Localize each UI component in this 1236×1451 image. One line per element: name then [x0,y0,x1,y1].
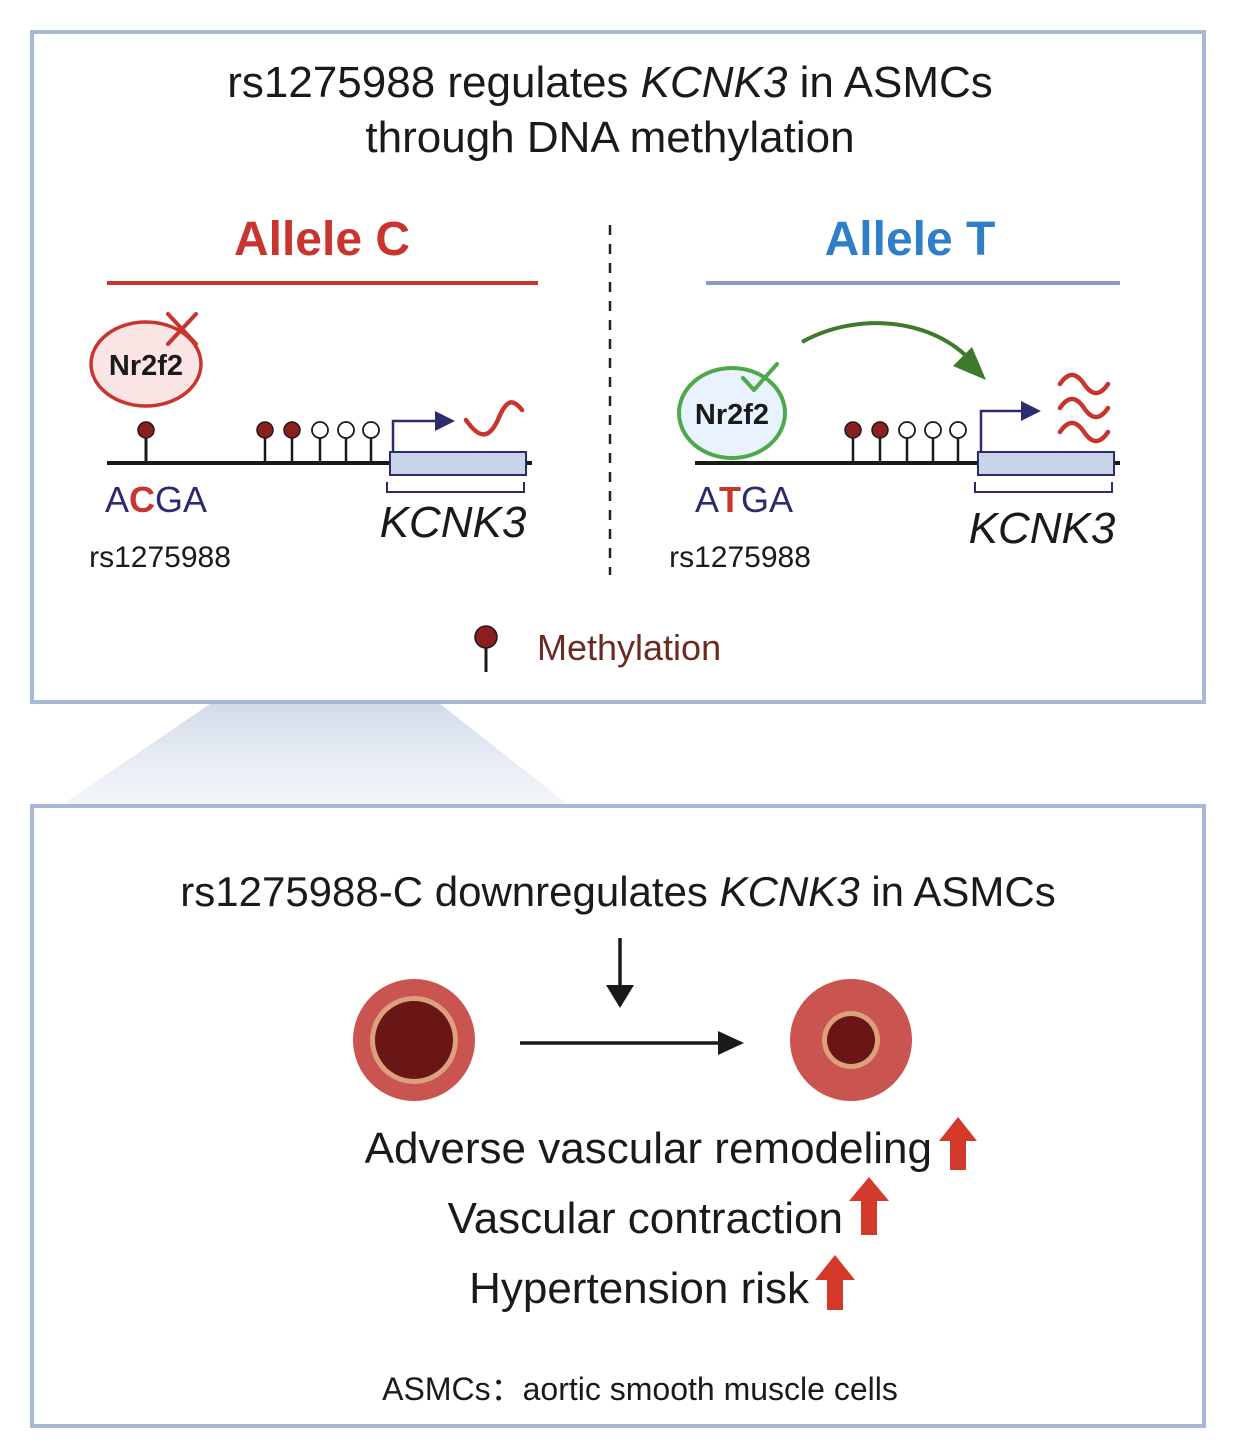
nr2f2-bound-icon [677,366,787,460]
methylation-lollipop-icon [474,625,498,649]
tss-arrow-c [391,411,455,452]
snp-methylation-c [137,421,155,463]
remodeled-vessel-icon [790,979,912,1101]
outcome-3: Hypertension risk [469,1264,810,1313]
up-arrow-icon [849,1177,889,1235]
gene-bracket-t [974,482,1113,493]
tss-arrow-t [979,401,1041,452]
mrna-low-icon [463,400,525,437]
kcnk3-gene-box-t [977,451,1115,476]
allele-c-section: Allele C Nr2f2 [89,213,538,574]
nr2f2-label-c: Nr2f2 [109,350,183,382]
outcome-2: Vascular contraction [448,1194,843,1243]
outcome-1: Adverse vascular remodeling [365,1124,932,1173]
nr2f2-label-t: Nr2f2 [695,399,769,431]
outcome-list: Adverse vascular remodeling Vascular con… [365,1117,977,1313]
bottom-headline: rs1275988-C downregulates KCNK3 in ASMCs [180,868,1055,915]
down-arrowhead [606,985,634,1008]
abbreviation-footnote: ASMCs：aortic smooth muscle cells [382,1371,898,1407]
bottom-panel [30,804,1206,1428]
allele-t-section: Allele T Nr2f2 ATGA [669,213,1120,574]
check-icon [741,362,779,392]
allele-c-label: Allele C [234,213,410,266]
gene-label-c: KCNK3 [380,498,527,547]
top-title-line2: through DNA methylation [365,113,854,162]
up-arrow-icon [815,1255,855,1310]
top-panel [30,30,1206,704]
cross-icon [166,312,198,346]
kcnk3-gene-box-c [389,451,527,476]
sequence-c: ACGA [105,479,207,520]
gene-label-t: KCNK3 [969,504,1116,553]
gene-bracket-c [386,482,525,493]
mrna-high-icon [1057,372,1111,444]
progression-arrowhead [718,1031,744,1055]
methylation-legend: Methylation [474,625,721,672]
cpg-lollipops-t [844,421,967,463]
snp-id-c: rs1275988 [89,541,231,574]
top-title-line1: rs1275988 regulates KCNK3 in ASMCs [227,58,993,107]
zoom-connector [60,704,570,806]
methylation-legend-label: Methylation [537,627,721,668]
allele-t-label: Allele T [825,213,996,266]
normal-vessel-icon [353,979,475,1101]
activation-arrowhead [953,347,986,380]
snp-id-t: rs1275988 [669,541,811,574]
sequence-t: ATGA [695,479,793,520]
nr2f2-blocked-icon [89,320,203,408]
cpg-lollipops-c [256,421,380,463]
activation-arrow [801,321,974,364]
up-arrow-icon [939,1117,977,1170]
